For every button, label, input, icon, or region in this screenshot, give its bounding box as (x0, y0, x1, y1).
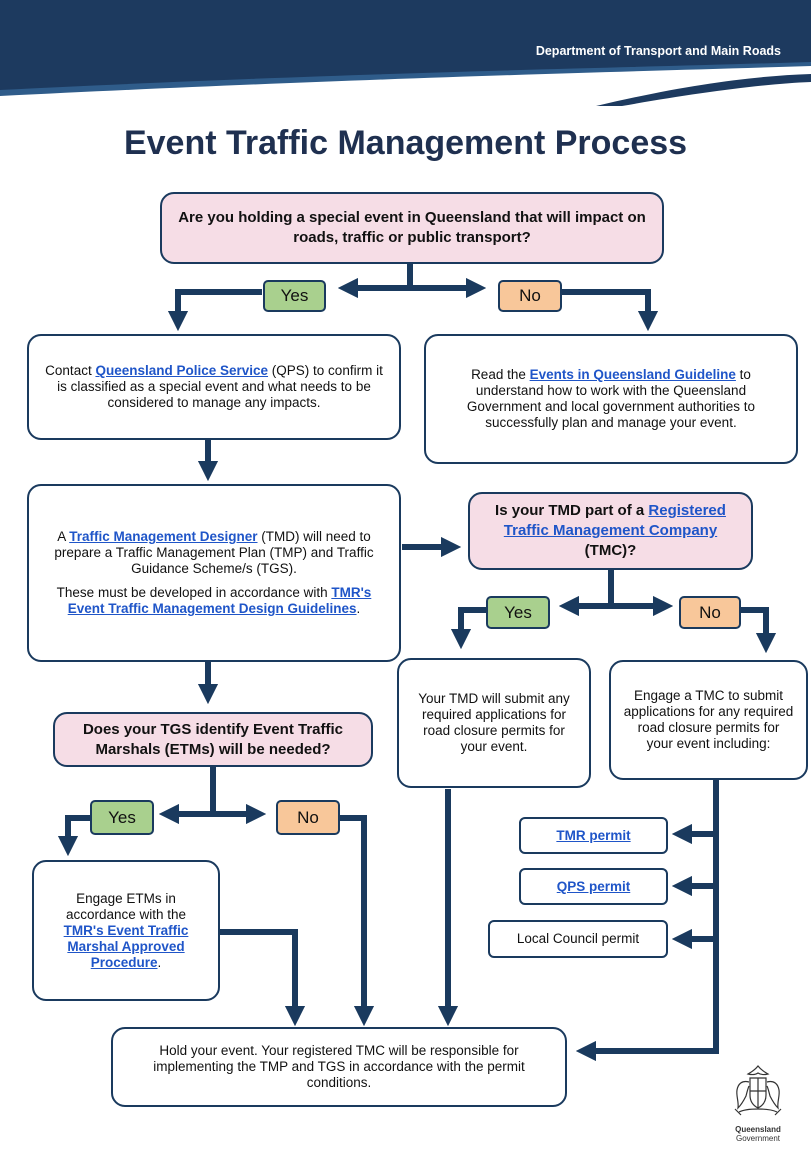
yes-label-2: Yes (486, 596, 550, 629)
qps-permit-link[interactable]: QPS permit (556, 878, 631, 894)
queensland-police-service-link[interactable]: Queensland Police Service (95, 363, 269, 378)
events-in-queensland-guideline-link[interactable]: Events in Queensland Guideline (529, 367, 736, 382)
queensland-government-logo: Queensland Government (728, 1062, 788, 1143)
events-guideline-box: Read the Events in Queensland Guideline … (424, 334, 798, 464)
question-event-traffic-marshals: Does your TGS identify Event Traffic Mar… (53, 712, 373, 767)
hold-event-box: Hold your event. Your registered TMC wil… (111, 1027, 567, 1107)
yes3-to-etm (57, 815, 90, 857)
header-banner (0, 0, 811, 106)
department-name: Department of Transport and Main Roads (535, 44, 781, 58)
no-label-1: No (498, 280, 562, 312)
no-label-3: No (276, 800, 340, 835)
no-label-2: No (679, 596, 741, 629)
tmr-permit-link[interactable]: TMR permit (556, 827, 631, 843)
page-title: Event Traffic Management Process (123, 124, 688, 162)
local-council-permit-box: Local Council permit (488, 920, 668, 958)
logo-line-1: Queensland (735, 1125, 781, 1134)
traffic-management-designer-box: A Traffic Management Designer (TMD) will… (27, 484, 401, 662)
yes2-to-submit (450, 607, 486, 650)
engage-etms-box: Engage ETMs in accordance with the TMR's… (32, 860, 220, 1001)
no1-to-guide (562, 289, 659, 332)
tmd-submit-box: Your TMD will submit any required applic… (397, 658, 591, 788)
traffic-management-designer-link[interactable]: Traffic Management Designer (69, 529, 258, 544)
question-registered-tmc: Is your TMD part of a Registered Traffic… (468, 492, 753, 570)
registered-traffic-management-company-link[interactable]: Registered Traffic Management Company (503, 502, 726, 539)
no3-to-hold (340, 815, 375, 1027)
question-special-event: Are you holding a special event in Queen… (160, 192, 664, 264)
yes1-to-qps (167, 289, 262, 332)
yes-label-1: Yes (263, 280, 326, 312)
etm-approved-procedure-link[interactable]: TMR's Event Traffic Marshal Approved Pro… (63, 922, 189, 970)
yes-label-3: Yes (90, 800, 154, 835)
coat-of-arms-icon (734, 1065, 782, 1116)
logo-line-2: Government (735, 1134, 781, 1143)
tmr-permit-box: TMR permit (519, 817, 668, 854)
etm-to-hold (220, 929, 306, 1027)
contact-qps-box: Contact Queensland Police Service (QPS) … (27, 334, 401, 440)
tmr-design-guidelines-link[interactable]: TMR's Event Traffic Management Design Gu… (67, 585, 372, 616)
engage-tmc-box: Engage a TMC to submit applications for … (609, 660, 808, 780)
engage-to-hold (575, 780, 719, 1062)
no2-to-engage (741, 607, 777, 654)
qps-permit-box: QPS permit (519, 868, 668, 905)
